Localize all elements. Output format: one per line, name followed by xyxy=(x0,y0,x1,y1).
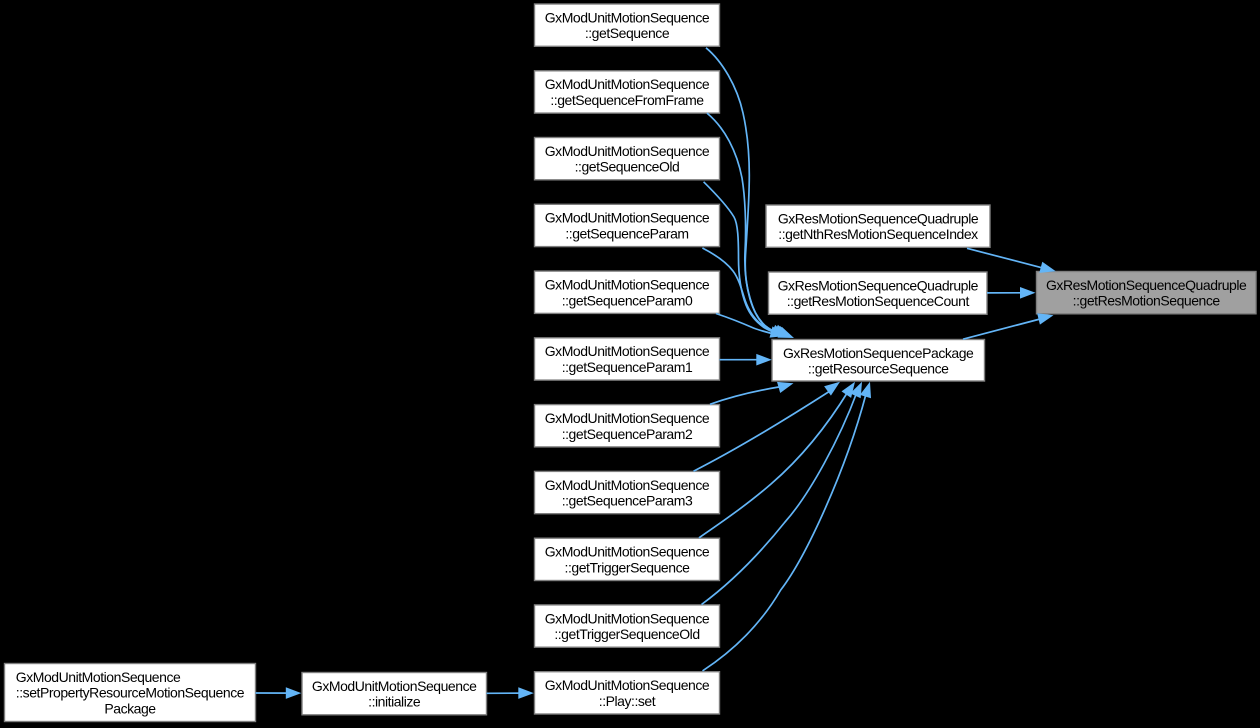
svg-text:::getSequence: ::getSequence xyxy=(585,25,670,41)
svg-text:::Play::set: ::Play::set xyxy=(599,693,656,709)
svg-text:::initialize: ::initialize xyxy=(368,694,421,710)
svg-text:::getSequenceParam0: ::getSequenceParam0 xyxy=(562,292,693,308)
svg-text:GxResMotionSequencePackage: GxResMotionSequencePackage xyxy=(783,345,974,361)
svg-text:GxModUnitMotionSequence: GxModUnitMotionSequence xyxy=(545,343,710,359)
svg-text:GxModUnitMotionSequence: GxModUnitMotionSequence xyxy=(545,477,710,493)
svg-text:GxModUnitMotionSequence: GxModUnitMotionSequence xyxy=(545,677,710,693)
svg-text:::getSequenceParam2: ::getSequenceParam2 xyxy=(562,426,693,442)
svg-text:GxModUnitMotionSequence: GxModUnitMotionSequence xyxy=(545,210,710,226)
svg-text:::getSequenceFromFrame: ::getSequenceFromFrame xyxy=(550,92,704,108)
svg-text:::getSequenceOld: ::getSequenceOld xyxy=(575,159,680,175)
svg-text:GxModUnitMotionSequence: GxModUnitMotionSequence xyxy=(312,678,477,694)
svg-text:GxModUnitMotionSequence: GxModUnitMotionSequence xyxy=(545,410,710,426)
svg-text:::getSequenceParam3: ::getSequenceParam3 xyxy=(562,493,693,509)
svg-text:::getTriggerSequence: ::getTriggerSequence xyxy=(565,559,691,575)
svg-text:::setPropertyResourceMotionSeq: ::setPropertyResourceMotionSequence xyxy=(16,685,245,701)
svg-text:GxModUnitMotionSequence: GxModUnitMotionSequence xyxy=(545,9,710,25)
svg-text:::getTriggerSequenceOld: ::getTriggerSequenceOld xyxy=(554,626,699,642)
svg-text:GxModUnitMotionSequence: GxModUnitMotionSequence xyxy=(545,610,710,626)
svg-text:GxModUnitMotionSequence: GxModUnitMotionSequence xyxy=(545,76,710,92)
svg-text:GxResMotionSequenceQuadruple: GxResMotionSequenceQuadruple xyxy=(1046,277,1247,293)
svg-text:GxModUnitMotionSequence: GxModUnitMotionSequence xyxy=(545,544,710,560)
svg-text:::getResMotionSequence: ::getResMotionSequence xyxy=(1073,293,1221,309)
svg-text:GxResMotionSequenceQuadruple: GxResMotionSequenceQuadruple xyxy=(778,210,979,226)
svg-text:::getSequenceParam1: ::getSequenceParam1 xyxy=(562,359,693,375)
svg-text:GxModUnitMotionSequence: GxModUnitMotionSequence xyxy=(545,277,710,293)
svg-text:GxResMotionSequenceQuadruple: GxResMotionSequenceQuadruple xyxy=(778,277,979,293)
svg-text:::getResMotionSequenceCount: ::getResMotionSequenceCount xyxy=(787,293,970,309)
svg-text:::getResourceSequence: ::getResourceSequence xyxy=(808,361,949,377)
svg-text:::getSequenceParam: ::getSequenceParam xyxy=(565,226,688,242)
svg-text:GxModUnitMotionSequence: GxModUnitMotionSequence xyxy=(16,669,181,685)
svg-text:GxModUnitMotionSequence: GxModUnitMotionSequence xyxy=(545,143,710,159)
svg-text:Package: Package xyxy=(104,701,156,717)
svg-text:::getNthResMotionSequenceIndex: ::getNthResMotionSequenceIndex xyxy=(778,226,978,242)
